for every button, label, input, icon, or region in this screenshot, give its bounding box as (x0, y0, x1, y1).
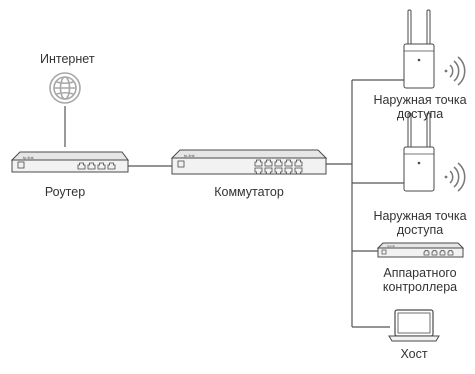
controller-label-line2: контроллера (365, 280, 475, 294)
ap2-label-line2: доступа (365, 223, 475, 237)
outdoor-ap-2 (404, 113, 434, 191)
wifi-signal-icon (445, 57, 465, 85)
wifi-signal-icon (445, 163, 465, 191)
switch-logo: tp-link (184, 153, 195, 158)
switch-device: tp-link (172, 150, 326, 174)
router-device: tp-link (12, 152, 128, 172)
controller-label-line1: Аппаратного (365, 266, 475, 280)
ap1-label-line2: доступа (365, 107, 475, 121)
ap1-label-line1: Наружная точка (365, 93, 475, 107)
laptop-icon (389, 310, 439, 341)
host-label: Хост (384, 347, 444, 361)
ap2-label-line1: Наружная точка (365, 209, 475, 223)
controller-device: tp-link (378, 243, 463, 257)
switch-label: Коммутатор (199, 185, 299, 199)
controller-logo: tp-link (387, 244, 396, 248)
router-logo: tp-link (23, 155, 34, 160)
outdoor-ap-1 (404, 10, 434, 88)
globe-icon (50, 73, 80, 103)
router-label: Роутер (30, 185, 100, 199)
connection-lines (65, 80, 412, 327)
internet-label: Интернет (40, 52, 90, 66)
